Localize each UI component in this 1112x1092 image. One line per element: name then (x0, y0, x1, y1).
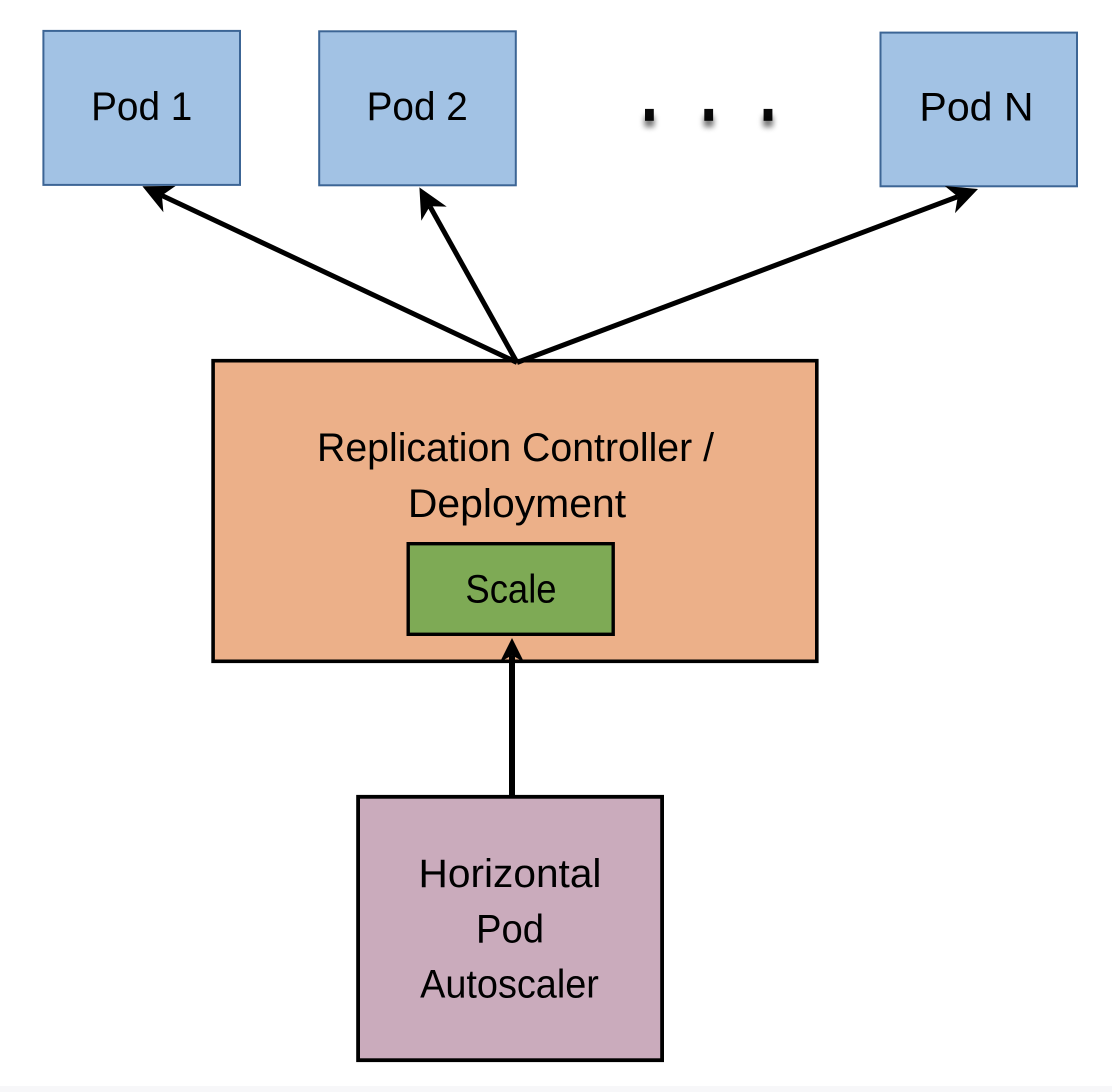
svg-text:Pod 2: Pod 2 (367, 85, 468, 129)
svg-text:Scale: Scale (465, 567, 556, 611)
svg-text:Pod 1: Pod 1 (91, 85, 192, 129)
svg-text:Deployment: Deployment (408, 482, 626, 526)
svg-text:Replication Controller /: Replication Controller / (317, 426, 715, 470)
svg-text:Pod: Pod (476, 907, 544, 951)
svg-text:Horizontal: Horizontal (419, 852, 602, 896)
svg-text:Pod N: Pod N (919, 86, 1033, 130)
svg-text:Autoscaler: Autoscaler (420, 962, 599, 1006)
